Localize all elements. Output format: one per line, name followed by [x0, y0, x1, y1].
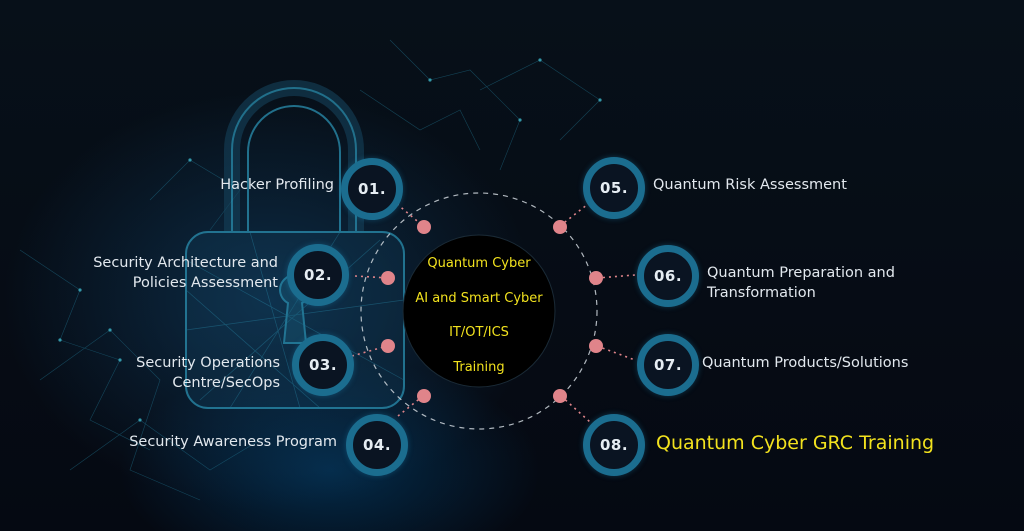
orbit-ring [360, 192, 598, 430]
connector-dot-07 [589, 339, 603, 353]
connector-dot-08 [553, 389, 567, 403]
item-label-04: Security Awareness Program [129, 434, 337, 450]
connector-dots [381, 220, 603, 403]
item-label-06-line-1: Quantum Preparation and [707, 265, 895, 281]
item-label-03-line-1: Security Operations [136, 355, 280, 371]
item-label-08: Quantum Cyber GRC Training [656, 432, 935, 454]
center-line-1: Quantum Cyber [427, 256, 531, 271]
center-line-4: Training [453, 360, 505, 375]
center-line-2: AI and Smart Cyber [415, 291, 543, 306]
item-label-01: Hacker Profiling [220, 177, 334, 193]
connector-dot-02 [381, 271, 395, 285]
badge-05: 05. [583, 157, 645, 219]
item-label-02-line-1: Security Architecture and [93, 255, 278, 271]
badge-08: 08. [583, 414, 645, 476]
badge-01: 01. [341, 158, 403, 220]
item-label-06-line-2: Transformation [707, 285, 816, 301]
network-nodes [58, 58, 602, 422]
center-line-3: IT/OT/ICS [449, 325, 509, 340]
item-label-02-line-2: Policies Assessment [132, 275, 278, 291]
item-label-02: Security Architecture and Policies Asses… [93, 253, 278, 293]
badge-02: 02. [287, 244, 349, 306]
item-label-07: Quantum Products/Solutions [702, 355, 909, 371]
badge-03: 03. [292, 334, 354, 396]
connector-dot-01 [417, 220, 431, 234]
connector-dot-06 [589, 271, 603, 285]
connector-dot-05 [553, 220, 567, 234]
badge-06: 06. [637, 245, 699, 307]
item-label-05: Quantum Risk Assessment [653, 177, 847, 193]
badge-07: 07. [637, 334, 699, 396]
connector-dot-04 [417, 389, 431, 403]
network-mesh [19, 39, 601, 501]
center-circle [402, 234, 556, 388]
badge-04: 04. [346, 414, 408, 476]
connector-dot-03 [381, 339, 395, 353]
connector-lines [351, 203, 636, 423]
item-label-06: Quantum Preparation and Transformation [707, 263, 895, 303]
item-label-03: Security Operations Centre/SecOps [136, 353, 280, 393]
item-label-03-line-2: Centre/SecOps [172, 375, 280, 391]
